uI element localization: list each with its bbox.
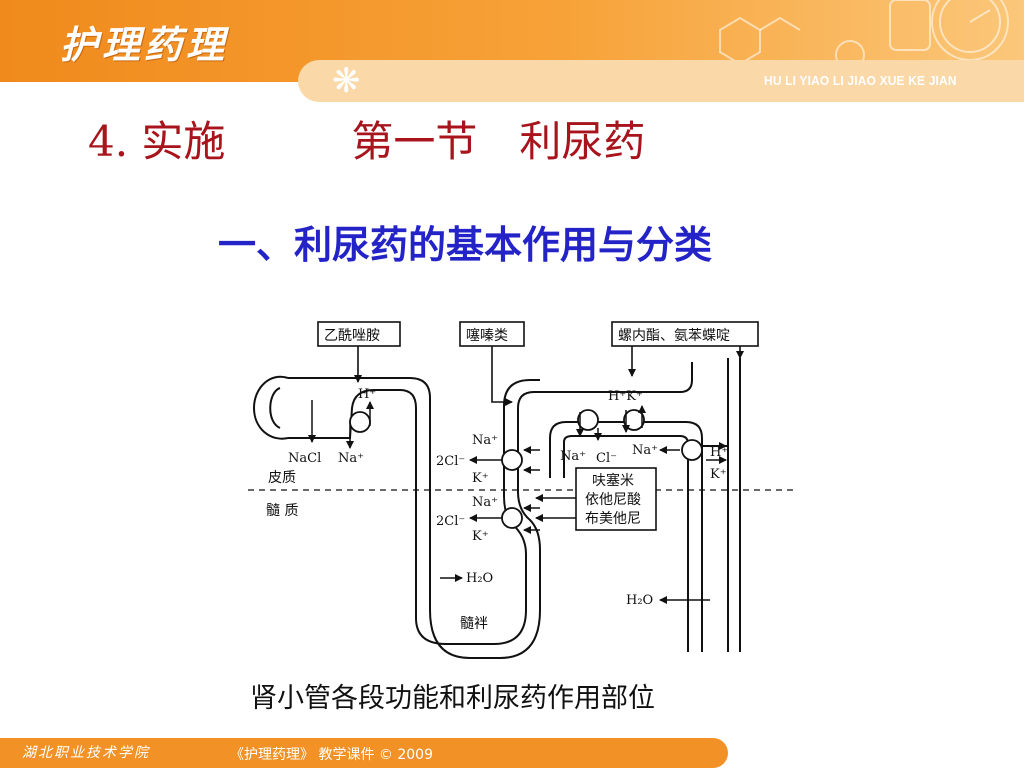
loop-2cl-label-1: 2Cl⁻ xyxy=(436,454,465,469)
bumetanide-label: 布美他尼 xyxy=(585,511,641,527)
proximal-h-label: H⁺ xyxy=(358,387,376,402)
distal-transporter-2 xyxy=(623,409,645,431)
thiazide-box xyxy=(459,321,525,347)
course-logo: 护理药理 xyxy=(60,22,229,67)
loop-na-label-2: Na⁺ xyxy=(472,495,498,510)
proximal-na-label: Na⁺ xyxy=(338,451,364,466)
course-pinyin: HU LI YIAO LI JIAO XUE KE JIAN xyxy=(764,73,957,88)
copyright-notice: 《护理药理》 教学课件 © 2009 xyxy=(230,747,433,763)
proximal-transporter xyxy=(349,411,371,433)
distal-cl-label: Cl⁻ xyxy=(596,451,617,466)
collecting-transporter xyxy=(681,439,703,461)
spironolactone-box xyxy=(611,321,759,347)
loop-of-henle-label: 髓袢 xyxy=(460,616,488,632)
proximal-tubule xyxy=(288,362,693,659)
acetazolamide-box xyxy=(317,321,401,347)
molecule-icon xyxy=(719,16,761,66)
loop-transporter-cortex xyxy=(501,449,523,471)
distal-transporter-1 xyxy=(577,409,599,431)
loop-na-label-1: Na⁺ xyxy=(472,433,498,448)
loop-water-label: H₂O xyxy=(466,571,493,586)
ethacrynic-acid-label: 依他尼酸 xyxy=(585,492,641,508)
loop-k-label-1: K⁺ xyxy=(472,471,489,486)
distal-na-label: Na⁺ xyxy=(560,449,586,464)
spironolactone-label: 螺内酯、氨苯蝶啶 xyxy=(618,327,730,344)
medulla-label: 髓 质 xyxy=(266,503,298,519)
cortex-label: 皮质 xyxy=(268,470,296,486)
school-name: 湖北职业技术学院 xyxy=(22,745,150,761)
collecting-water-label: H₂O xyxy=(626,593,653,608)
page-title: 4. 实施 第一节 利尿药 xyxy=(88,117,646,166)
footer-band xyxy=(0,738,728,768)
loop-diuretic-box xyxy=(575,467,657,531)
acetazolamide-label: 乙酰唑胺 xyxy=(324,328,380,344)
medicine-bottle-icon xyxy=(889,0,931,51)
diagram-caption: 肾小管各段功能和利尿药作用部位 xyxy=(250,683,655,714)
distal-na-label-2: Na⁺ xyxy=(632,443,658,458)
collecting-k-label: K⁺ xyxy=(710,467,727,482)
header-pill xyxy=(298,60,1024,102)
thiazide-label: 噻嗪类 xyxy=(466,327,508,344)
nephron-diagram: 乙酰唑胺 噻嗪类 螺内酯、氨苯蝶啶 呋塞米 依他尼酸 布美他尼 NaCl Na⁺… xyxy=(248,321,796,659)
distal-hk-label: H⁺K⁺ xyxy=(608,389,643,404)
flower-icon: ❋ xyxy=(332,61,361,101)
furosemide-label: 呋塞米 xyxy=(592,472,634,489)
loop-transporter-medulla xyxy=(501,507,523,529)
section-heading: 一、利尿药的基本作用与分类 xyxy=(218,223,713,267)
loop-2cl-label-2: 2Cl⁻ xyxy=(436,514,465,529)
loop-k-label-2: K⁺ xyxy=(472,529,489,544)
collecting-h-label: H⁺ xyxy=(710,445,728,460)
bowman-capsule xyxy=(252,375,289,440)
nacl-label: NaCl xyxy=(288,451,321,466)
